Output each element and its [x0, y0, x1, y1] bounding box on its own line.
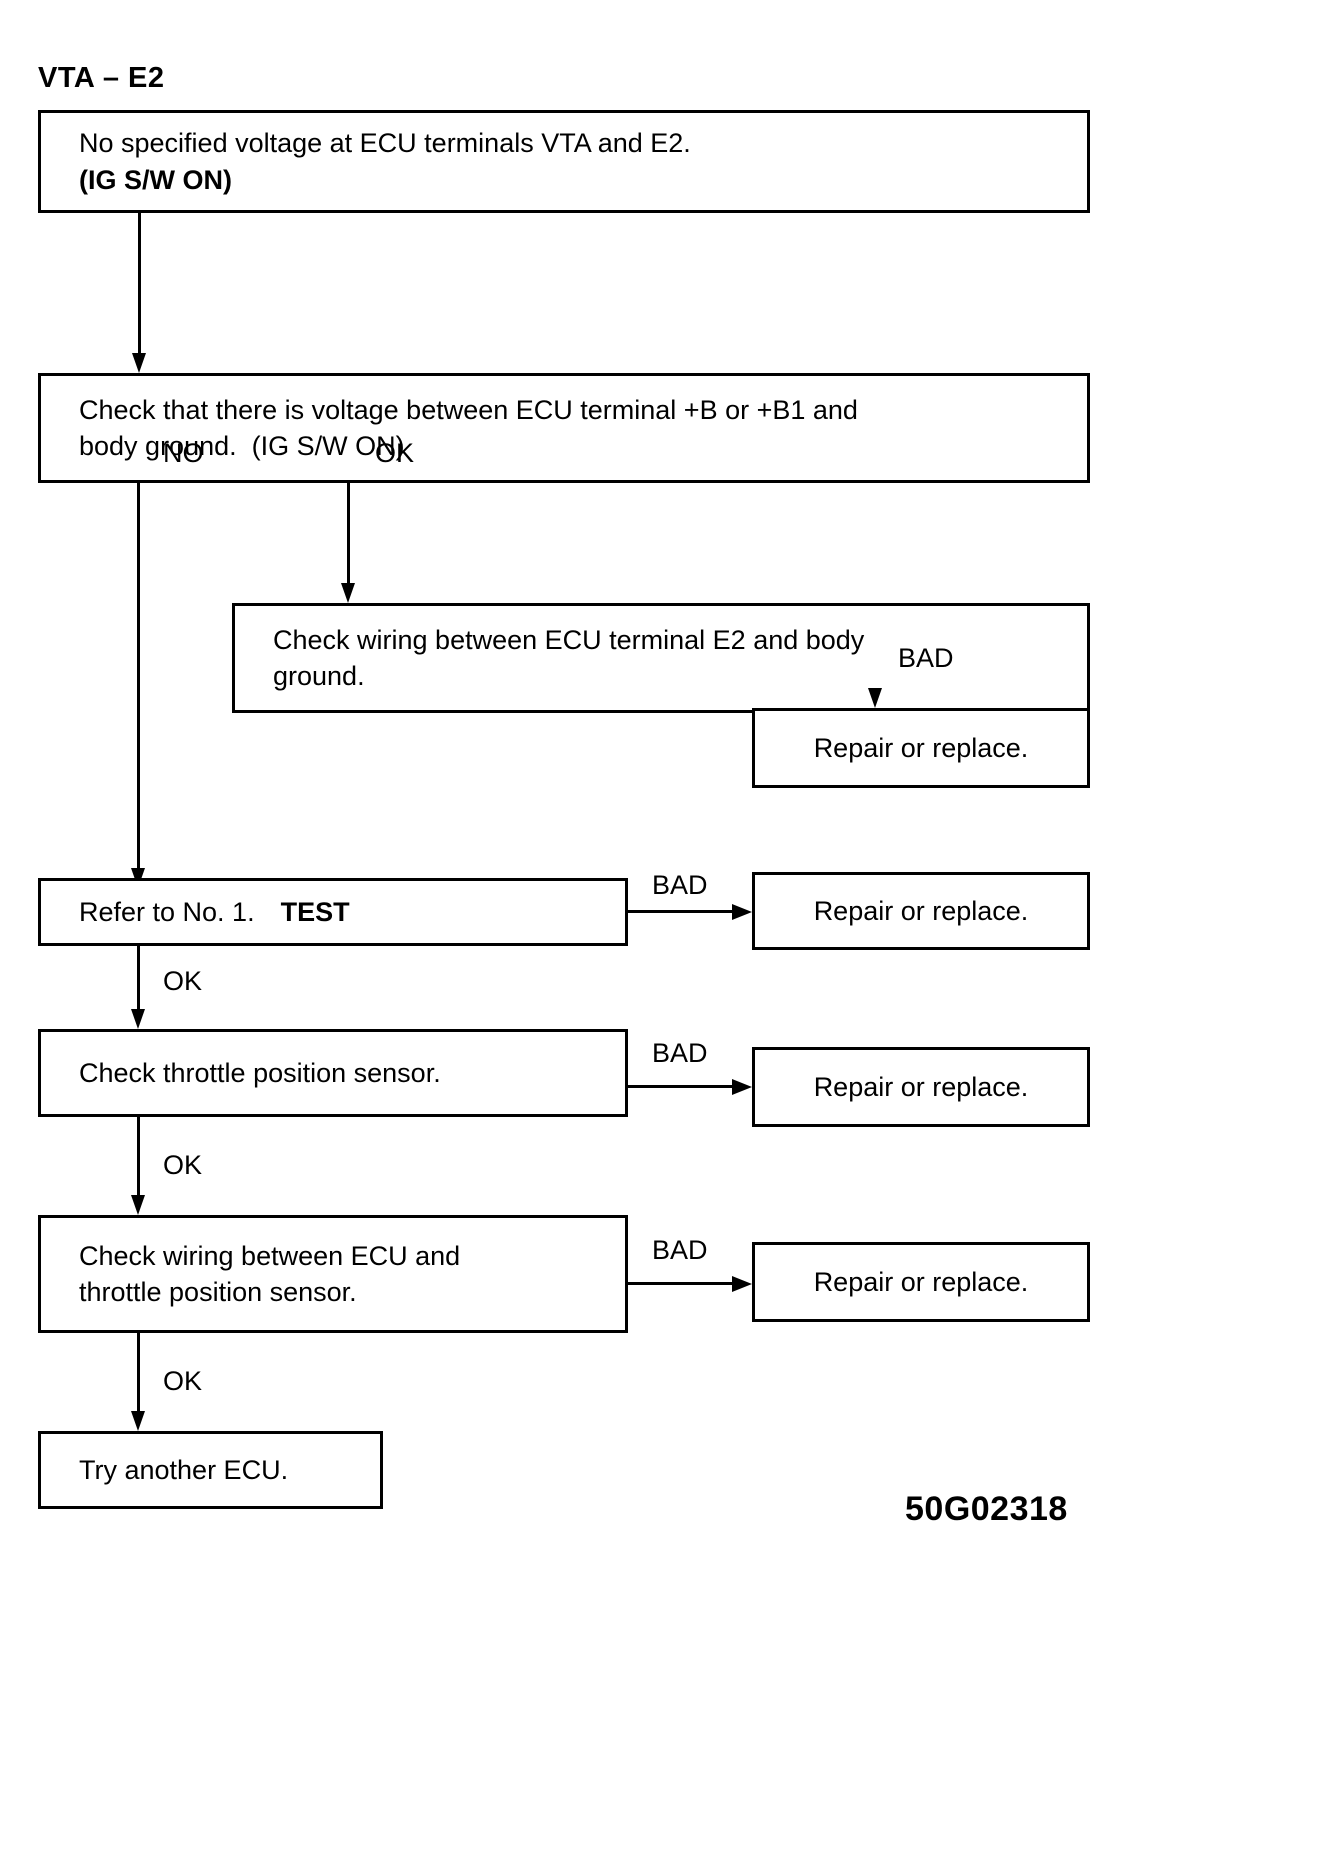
arrow-ok-branch-4 [131, 1411, 145, 1431]
node-check-tps-wiring-line2: throttle position sensor. [79, 1277, 357, 1307]
arrow-ok-branch-3 [131, 1195, 145, 1215]
node-repair-2-label: Repair or replace. [813, 895, 1029, 926]
node-repair-4-label: Repair or replace. [813, 1266, 1029, 1297]
page-title: VTA – E2 [38, 62, 165, 94]
arrow-ok-branch-1 [341, 583, 355, 603]
connector-ok-branch-4 [137, 1333, 140, 1411]
node-try-ecu-label: Try another ECU. [79, 1454, 289, 1485]
node-check-e2-wiring-line2: ground. [273, 661, 365, 691]
arrow-bad-branch-4 [732, 1276, 752, 1292]
node-symptom: No specified voltage at ECU terminals VT… [38, 110, 1090, 213]
node-check-b-voltage-line2: body ground. (IG S/W ON) [79, 431, 405, 461]
node-check-e2-wiring-line1: Check wiring between ECU terminal E2 and… [273, 624, 865, 655]
edge-label-ok-4: OK [163, 1366, 203, 1396]
edge-label-bad-1: BAD [898, 643, 954, 673]
node-refer-test-badge: TEST [280, 896, 350, 927]
node-repair-1: Repair or replace. [752, 708, 1090, 788]
arrow-bad-branch-1 [868, 688, 882, 708]
node-check-tps: Check throttle position sensor. [38, 1029, 628, 1117]
connector-ok-branch-1 [347, 483, 350, 583]
connector-bad-branch-4 [628, 1282, 740, 1285]
node-check-b-voltage-line1: Check that there is voltage between ECU … [79, 394, 858, 425]
edge-label-ok-2: OK [163, 966, 203, 996]
arrow-ok-branch-2 [131, 1009, 145, 1029]
node-check-tps-wiring-line1: Check wiring between ECU and [79, 1240, 461, 1271]
node-symptom-line1: No specified voltage at ECU terminals VT… [79, 128, 691, 159]
edge-label-ok-1: OK [375, 438, 415, 468]
node-check-tps-wiring: Check wiring between ECU and throttle po… [38, 1215, 628, 1333]
node-repair-3: Repair or replace. [752, 1047, 1090, 1127]
node-check-tps-label: Check throttle position sensor. [79, 1057, 441, 1088]
figure-reference-code: 50G02318 [905, 1490, 1068, 1528]
arrow-bad-branch-2 [732, 904, 752, 920]
edge-label-ok-3: OK [163, 1150, 203, 1180]
connector-bad-branch-2 [628, 910, 740, 913]
node-refer-test-label: Refer to No. 1. TEST [41, 894, 625, 930]
connector-ok-branch-3 [137, 1117, 140, 1195]
node-repair-4: Repair or replace. [752, 1242, 1090, 1322]
connector-bad-branch-3 [628, 1085, 740, 1088]
node-check-b-voltage: Check that there is voltage between ECU … [38, 373, 1090, 483]
node-refer-test-text: Refer to No. 1. [79, 896, 255, 927]
node-refer-test: Refer to No. 1. TEST [38, 878, 628, 946]
node-try-ecu: Try another ECU. [38, 1431, 383, 1509]
edge-label-no: NO [163, 438, 204, 468]
node-repair-3-label: Repair or replace. [813, 1071, 1029, 1102]
connector-ok-branch-2 [137, 946, 140, 1009]
node-repair-1-label: Repair or replace. [813, 732, 1029, 763]
arrow-bad-branch-3 [732, 1079, 752, 1095]
node-symptom-line2: (IG S/W ON) [79, 164, 232, 195]
edge-label-bad-3: BAD [652, 1038, 708, 1068]
node-repair-2: Repair or replace. [752, 872, 1090, 950]
connector-no-branch [137, 483, 140, 868]
edge-label-bad-4: BAD [652, 1235, 708, 1265]
node-check-e2-wiring: Check wiring between ECU terminal E2 and… [232, 603, 1090, 713]
edge-label-bad-2: BAD [652, 870, 708, 900]
connector-symptom-to-check-b [138, 213, 141, 353]
arrow-symptom-to-check-b [132, 353, 146, 373]
